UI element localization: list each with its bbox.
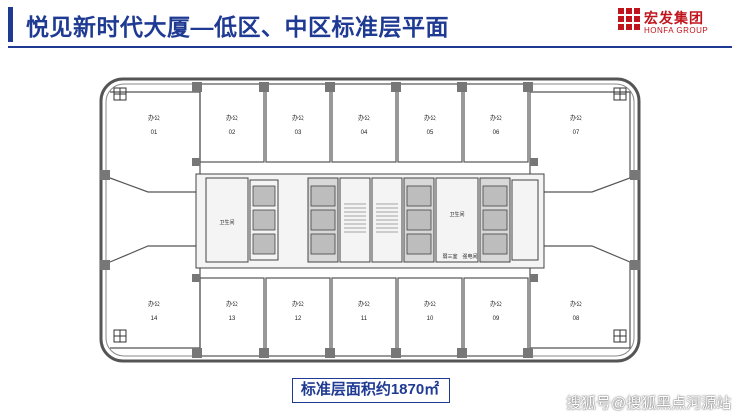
elevator-cars [252,185,508,255]
title-divider [8,46,732,48]
core-room-right-label: 强电间 [462,253,477,260]
core-labels: 卫生间 卫生间 弱三室 强电间 [219,211,477,260]
unit-number: 01 [151,130,158,136]
page-title: 悦见新时代大厦—低区、中区标准层平面 [26,14,449,40]
unit-number: 14 [151,316,158,322]
stair-treads [344,203,398,233]
logo-name-cn: 宏发集团 [644,10,704,26]
unit-number: 11 [361,316,368,322]
floor-area-label: 标准层面积约1870㎡ [300,381,440,398]
office-label: 办公 [424,300,436,308]
office-label: 办公 [148,300,160,308]
restroom-label-right: 卫生间 [449,211,464,218]
top-unit-labels: 办公 01 办公 02 办公 03 办公 04 办公 05 办公 06 办公 0… [148,114,582,136]
title-accent-bar [8,7,13,42]
bottom-unit-labels: 办公 14 办公 13 办公 12 办公 11 办公 10 办公 09 办公 0… [148,300,582,322]
core-room-left-label: 弱三室 [442,253,457,260]
area-banner [292,378,450,403]
company-logo: 宏发集团 HONFA GROUP [618,6,730,42]
unit-number: 06 [493,130,500,136]
office-label: 办公 [358,300,370,308]
floor-plan: 办公 01 办公 02 办公 03 办公 04 办公 05 办公 06 办公 0… [99,77,641,363]
unit-number: 07 [573,130,580,136]
unit-number: 08 [573,316,580,322]
unit-number: 12 [295,316,302,322]
unit-number: 04 [361,130,368,136]
unit-number: 05 [427,130,434,136]
floor-outline [99,77,641,363]
unit-number: 13 [229,316,236,322]
office-label: 办公 [292,114,304,122]
office-label: 办公 [490,114,502,122]
office-label: 办公 [226,300,238,308]
office-label: 办公 [424,114,436,122]
watermark: 搜狐号@搜狐黑点河源站 [566,395,732,412]
office-label: 办公 [148,114,160,122]
office-label: 办公 [226,114,238,122]
unit-number: 02 [229,130,236,136]
unit-number: 09 [493,316,500,322]
unit-number: 10 [427,316,434,322]
logo-name-en: HONFA GROUP [644,26,709,35]
unit-number: 03 [295,130,302,136]
structural-columns [100,82,640,358]
office-label: 办公 [358,114,370,122]
office-label: 办公 [570,300,582,308]
office-label: 办公 [490,300,502,308]
logo-grid-icon [618,8,640,30]
office-label: 办公 [292,300,304,308]
corner-shaft-markers [113,87,627,343]
restroom-label-left: 卫生间 [219,219,234,226]
office-label: 办公 [570,114,582,122]
